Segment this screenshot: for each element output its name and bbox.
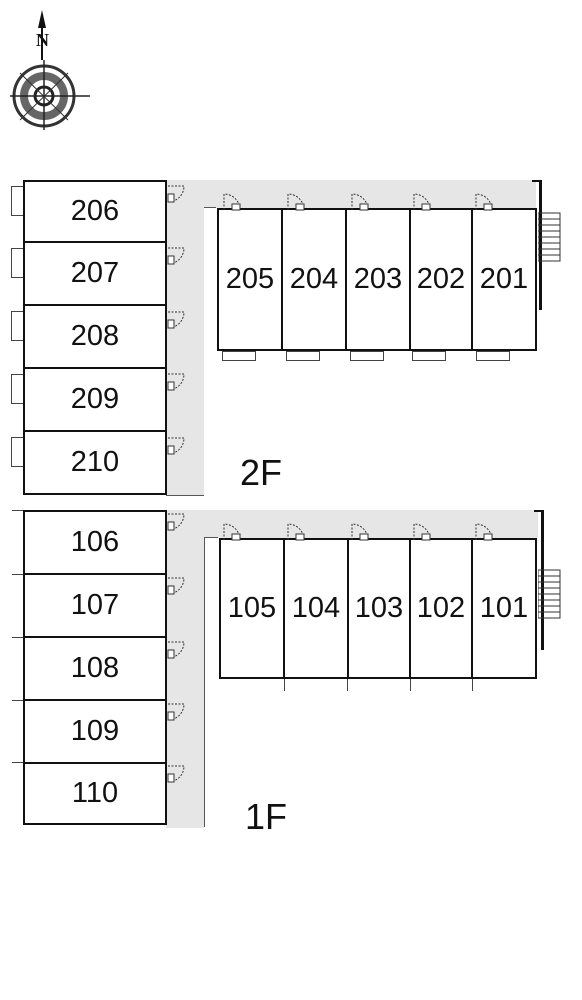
wall-tick: [472, 679, 473, 691]
room-103[interactable]: 103: [347, 538, 411, 679]
window-205: [222, 351, 256, 361]
room-201[interactable]: 201: [471, 208, 537, 351]
compass-rose-icon: [10, 10, 90, 130]
wall-tick: [12, 762, 23, 763]
room-207[interactable]: 207: [23, 241, 167, 306]
room-102[interactable]: 102: [409, 538, 473, 679]
wall-tick: [284, 679, 285, 691]
room-110[interactable]: 110: [23, 762, 167, 825]
floor-label-2f: 2F: [240, 452, 283, 493]
room-109[interactable]: 109: [23, 699, 167, 764]
corridor-1f-edge: [204, 537, 205, 827]
room-104[interactable]: 104: [283, 538, 349, 679]
compass: N: [8, 8, 98, 133]
wall-tick: [12, 510, 23, 511]
door-swing-icon: [167, 247, 185, 265]
room-208[interactable]: 208: [23, 304, 167, 369]
room-203[interactable]: 203: [345, 208, 411, 351]
room-204[interactable]: 204: [281, 208, 347, 351]
wall-tick: [410, 679, 411, 691]
balcony-207: [11, 248, 23, 278]
door-swing-icon: [167, 577, 185, 595]
door-swing-icon: [167, 437, 185, 455]
room-205[interactable]: 205: [217, 208, 283, 351]
corridor-2f-edge: [204, 207, 216, 208]
room-107[interactable]: 107: [23, 573, 167, 638]
floor-label-1f: 1F: [245, 796, 288, 837]
balcony-206: [11, 186, 23, 216]
balcony-210: [11, 437, 23, 467]
door-swing-icon: [475, 523, 493, 541]
room-206[interactable]: 206: [23, 180, 167, 243]
room-105[interactable]: 105: [219, 538, 285, 679]
room-108[interactable]: 108: [23, 636, 167, 701]
wall-tick: [12, 700, 23, 701]
room-202[interactable]: 202: [409, 208, 473, 351]
balcony-209: [11, 374, 23, 404]
door-swing-icon: [351, 193, 369, 211]
door-swing-icon: [167, 373, 185, 391]
wall-tick: [347, 679, 348, 691]
room-210[interactable]: 210: [23, 430, 167, 495]
door-swing-icon: [287, 523, 305, 541]
stairs-2f-icon: [538, 212, 561, 262]
door-swing-icon: [167, 311, 185, 329]
window-204: [286, 351, 320, 361]
balcony-208: [11, 311, 23, 341]
door-swing-icon: [167, 513, 185, 531]
room-106[interactable]: 106: [23, 510, 167, 575]
door-swing-icon: [167, 641, 185, 659]
door-swing-icon: [167, 703, 185, 721]
corridor-2f-vertical: [166, 180, 204, 496]
window-201: [476, 351, 510, 361]
window-203: [350, 351, 384, 361]
door-swing-icon: [223, 193, 241, 211]
stairs-1f-wall: [534, 510, 544, 650]
door-swing-icon: [351, 523, 369, 541]
door-swing-icon: [223, 523, 241, 541]
door-swing-icon: [475, 193, 493, 211]
room-209[interactable]: 209: [23, 367, 167, 432]
stairs-1f-icon: [538, 569, 561, 619]
corridor-1f-edge: [204, 537, 218, 538]
corridor-2f-edge: [166, 495, 204, 496]
corridor-2f-horizontal: [166, 180, 536, 208]
window-202: [412, 351, 446, 361]
door-swing-icon: [167, 185, 185, 203]
door-swing-icon: [413, 193, 431, 211]
door-swing-icon: [167, 765, 185, 783]
stairs-2f-wall: [532, 180, 542, 310]
door-swing-icon: [413, 523, 431, 541]
door-swing-icon: [287, 193, 305, 211]
room-101[interactable]: 101: [471, 538, 537, 679]
wall-tick: [12, 574, 23, 575]
wall-tick: [12, 637, 23, 638]
